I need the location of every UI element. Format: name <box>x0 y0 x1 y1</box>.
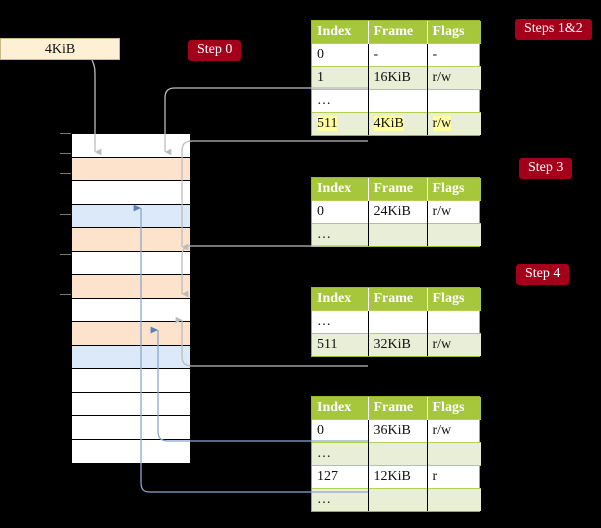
cell-frame: 24KiB <box>368 199 428 223</box>
cell-flags: r/w <box>427 65 481 89</box>
cell-index: … <box>312 309 369 333</box>
memory-frame-row <box>72 134 190 158</box>
memory-row-tick <box>60 253 71 255</box>
badge-step-4: Step 4 <box>516 264 570 285</box>
cell-index: … <box>312 487 369 511</box>
memory-row-tick <box>60 153 71 155</box>
column-header-index: Index <box>312 21 369 43</box>
memory-frame-row <box>72 392 190 416</box>
virtual-page-box: 4KiB <box>0 38 120 60</box>
cell-frame: 4KiB <box>368 111 428 135</box>
cell-index: … <box>312 88 369 112</box>
column-header-index: Index <box>312 288 369 310</box>
memory-frame-row <box>72 416 190 440</box>
badge-steps-1-2: Steps 1&2 <box>515 19 592 40</box>
cell-frame: 12KiB <box>368 464 428 488</box>
column-header-frame: Frame <box>368 21 428 43</box>
cell-index: 0 <box>312 418 369 442</box>
page-table-row[interactable]: 0-- <box>312 42 481 66</box>
memory-frame-row <box>72 345 190 369</box>
cell-frame: - <box>368 42 428 66</box>
cell-flags <box>427 487 481 511</box>
page-table-row[interactable]: … <box>312 487 481 511</box>
cell-index: 127 <box>312 464 369 488</box>
memory-frame-row <box>72 181 190 205</box>
memory-frame-row <box>72 369 190 393</box>
memory-row-tick <box>60 133 71 134</box>
cell-index: 0 <box>312 199 369 223</box>
cell-flags: r <box>427 464 481 488</box>
cell-index: … <box>312 222 369 246</box>
memory-frame-row <box>72 228 190 252</box>
column-header-frame: Frame <box>368 397 428 419</box>
column-header-flags: Flags <box>427 21 481 43</box>
cell-frame <box>368 441 428 465</box>
cell-frame <box>368 309 428 333</box>
cell-frame: 32KiB <box>368 332 428 356</box>
column-header-flags: Flags <box>427 178 481 200</box>
column-header-frame: Frame <box>368 288 428 310</box>
cell-flags: r/w <box>427 418 481 442</box>
cell-frame <box>368 88 428 112</box>
cell-flags: r/w <box>427 199 481 223</box>
column-header-frame: Frame <box>368 178 428 200</box>
badge-step-0: Step 0 <box>188 40 242 61</box>
memory-row-tick <box>60 173 71 175</box>
page-table-row[interactable]: … <box>312 309 481 333</box>
column-header-index: Index <box>312 178 369 200</box>
column-header-flags: Flags <box>427 288 481 310</box>
memory-frame-row <box>72 251 190 275</box>
page-table-row[interactable]: … <box>312 441 481 465</box>
cell-index: 1 <box>312 65 369 89</box>
page-table-row[interactable]: … <box>312 88 481 112</box>
cell-frame: 36KiB <box>368 418 428 442</box>
memory-frame-row <box>72 322 190 346</box>
page-table-row[interactable]: … <box>312 222 481 246</box>
cell-index: … <box>312 441 369 465</box>
cell-frame <box>368 487 428 511</box>
memory-frame-row <box>72 157 190 181</box>
memory-frame-row <box>72 439 190 463</box>
cell-flags <box>427 309 481 333</box>
cell-index: 0 <box>312 42 369 66</box>
cell-flags <box>427 222 481 246</box>
cell-flags: - <box>427 42 481 66</box>
memory-frame-row <box>72 298 190 322</box>
column-header-index: Index <box>312 397 369 419</box>
memory-row-tick <box>60 294 71 296</box>
memory-frame-row <box>72 275 190 299</box>
cell-frame: 16KiB <box>368 65 428 89</box>
cell-index: 511 <box>312 332 369 356</box>
cell-flags <box>427 441 481 465</box>
cell-frame <box>368 222 428 246</box>
cell-flags: r/w <box>427 332 481 356</box>
physical-memory-column <box>71 133 191 463</box>
column-header-flags: Flags <box>427 397 481 419</box>
badge-step-3: Step 3 <box>519 158 573 179</box>
cell-flags: r/w <box>427 111 481 135</box>
virtual-page-label: 4KiB <box>44 42 76 57</box>
cell-index: 511 <box>312 111 369 135</box>
cell-flags <box>427 88 481 112</box>
memory-row-tick <box>60 213 71 215</box>
memory-frame-row <box>72 204 190 228</box>
